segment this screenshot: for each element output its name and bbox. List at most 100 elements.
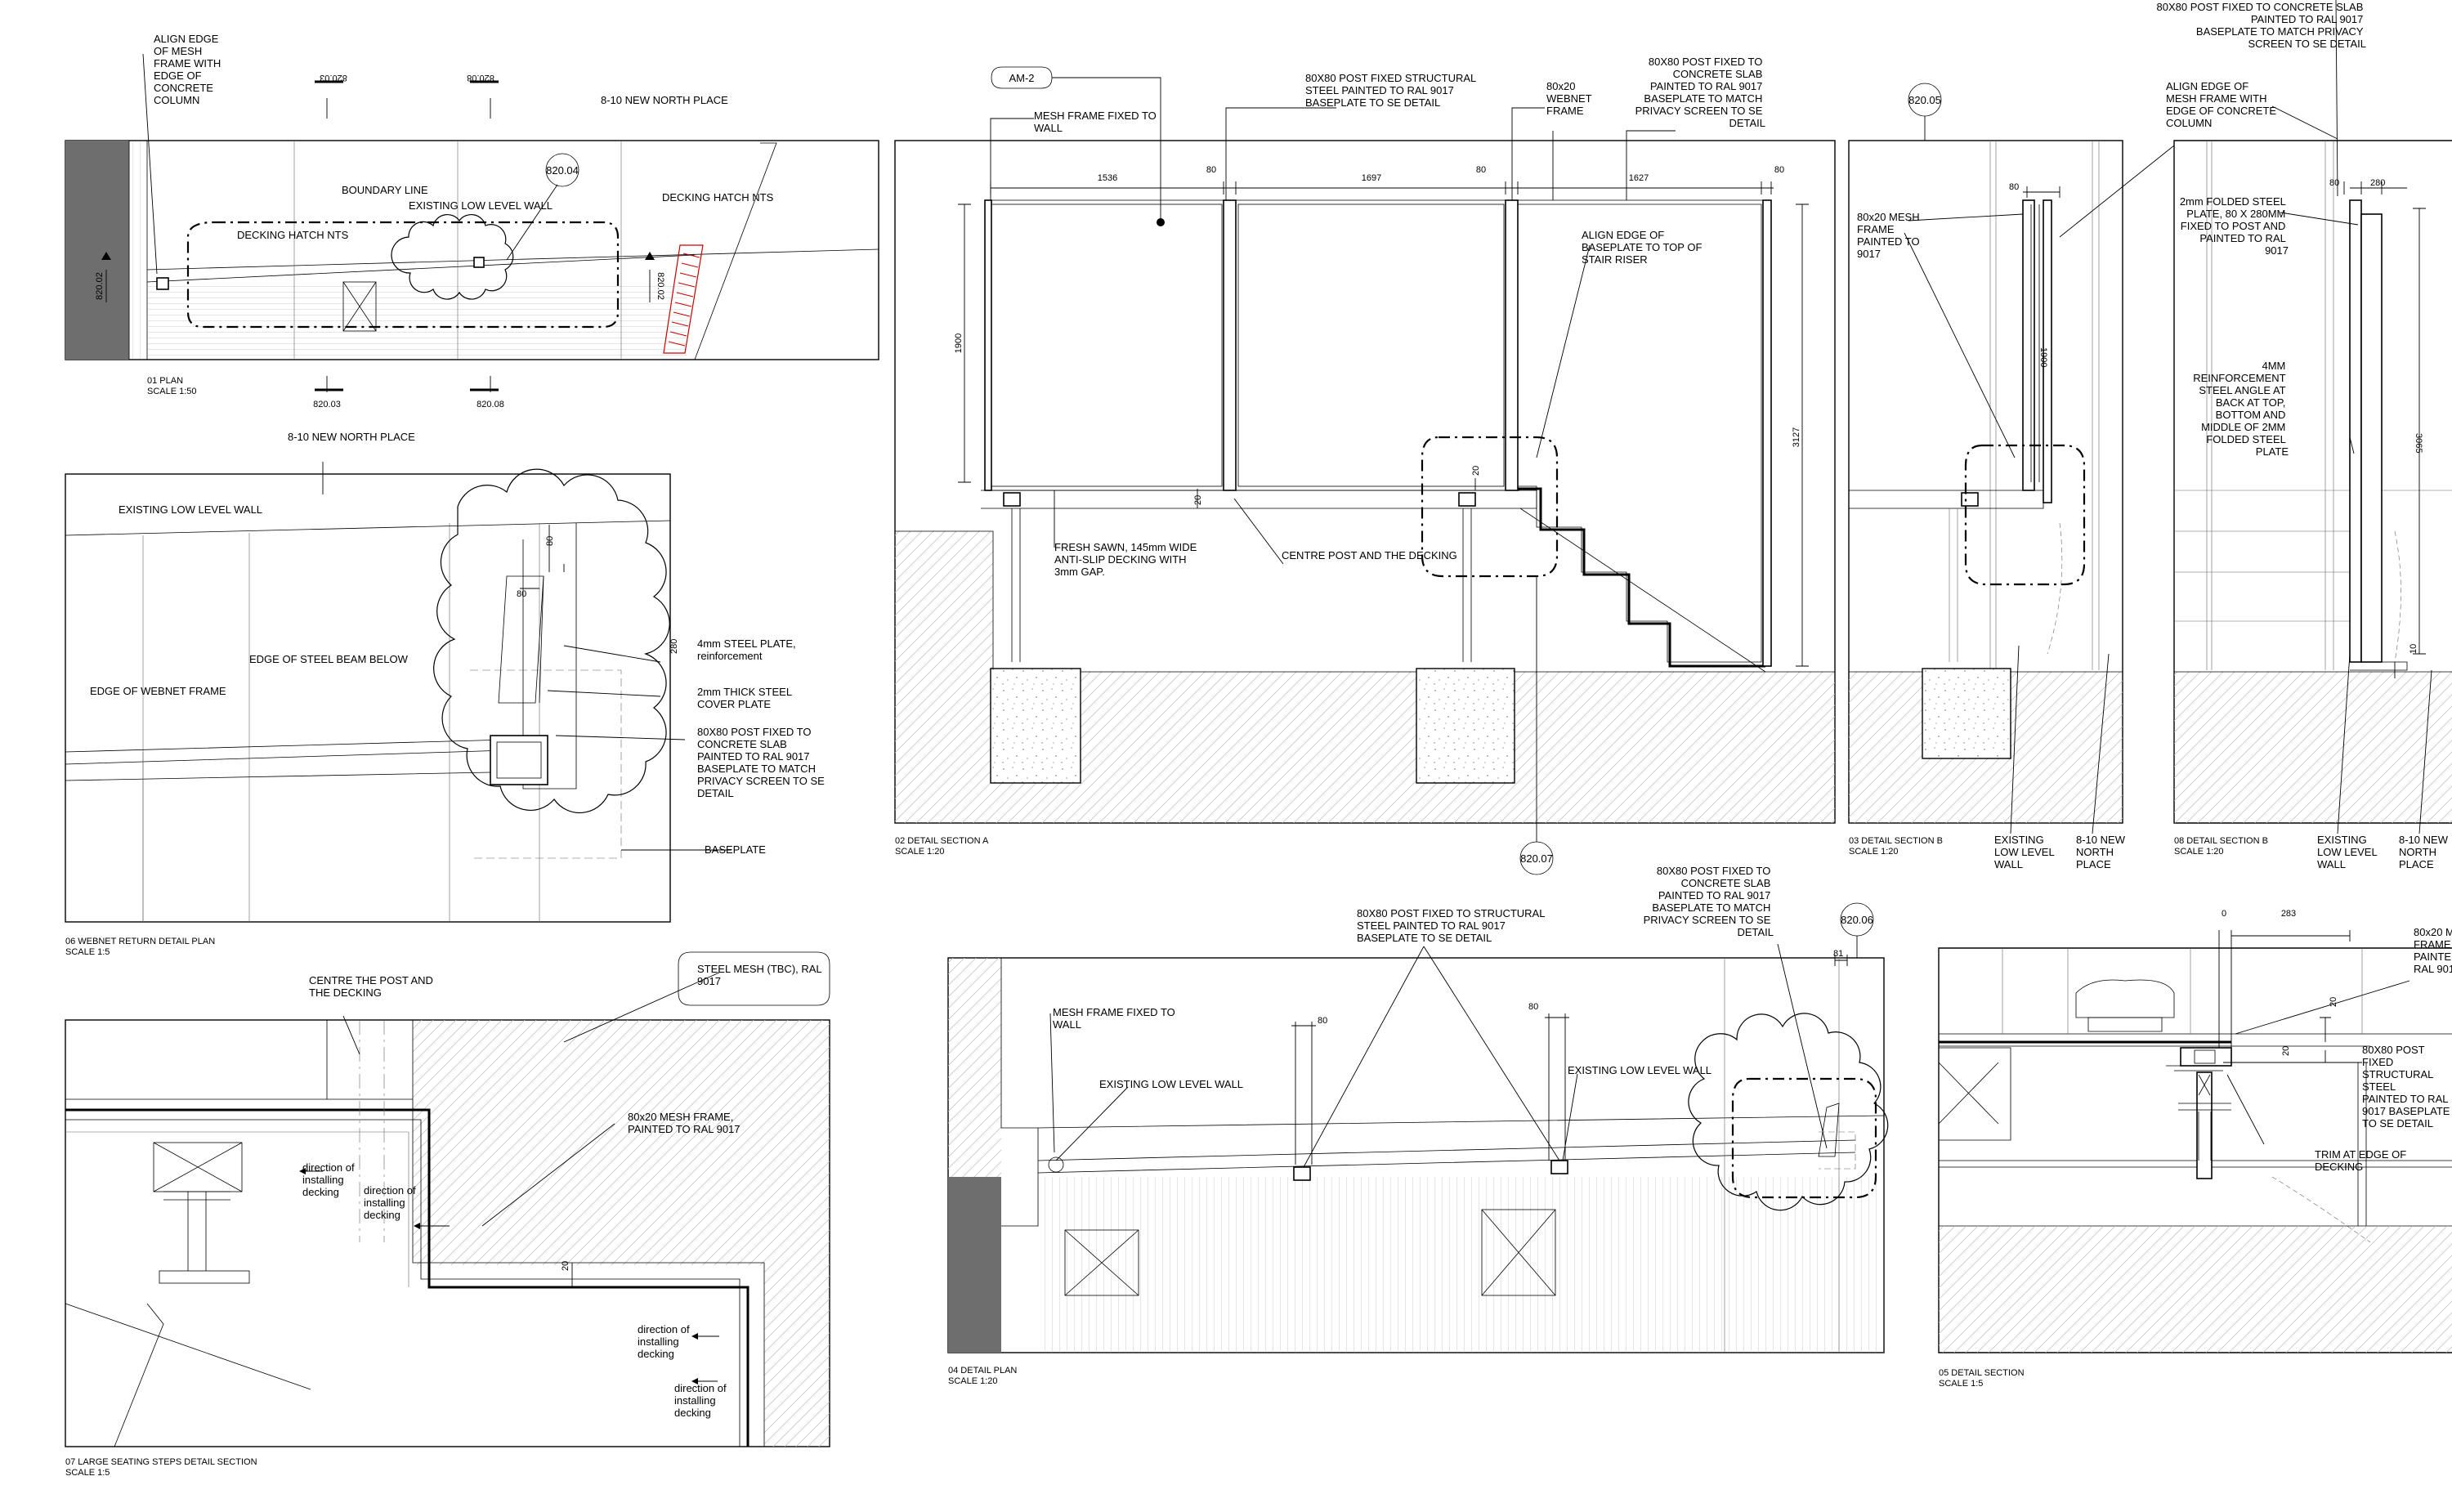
dim-80-04b: 80 [1528, 1002, 1538, 1012]
mesh-panel-1 [990, 204, 1223, 487]
note-dir-decking-c: direction of installing decking [638, 1323, 692, 1360]
section-marker-820-08-top[interactable]: 820.08 [467, 73, 494, 83]
note-baseplate: BASEPLATE [705, 843, 766, 856]
note-post-80-slab-06: 80X80 POST FIXED TO CONCRETE SLAB PAINTE… [697, 726, 827, 799]
note-new-north-place-2: 8-10 NEW NORTH PLACE [288, 431, 415, 443]
ref-marker-820-07-text: 820.07 [1520, 852, 1553, 865]
note-edge-steel-beam: EDGE OF STEEL BEAM BELOW [249, 653, 409, 665]
note-existing-low-wall-1: EXISTING LOW LEVEL WALL [409, 199, 553, 212]
dim-20-07: 20 [561, 1261, 570, 1271]
dim-80-06b: 80 [517, 589, 526, 599]
view-05-detail-section: 0 283 20 20 80x20 M FRAME PAINTE RAL 901… [1938, 909, 2452, 1389]
view-07-scale: SCALE 1:5 [65, 1468, 110, 1478]
dim-80-06a: 80 [545, 536, 555, 546]
tag-am-2-text: AM-2 [1009, 72, 1034, 84]
dim-283: 283 [2281, 909, 2296, 919]
note-mesh-frame-05: 80x20 M FRAME PAINTE RAL 901 [2414, 926, 2452, 975]
note-dir-decking-d: direction of installing decking [674, 1382, 729, 1419]
view-06-title: 06 WEBNET RETURN DETAIL PLAN [65, 937, 215, 946]
note-cover-plate-2mm: 2mm THICK STEEL COVER PLATE [697, 686, 794, 710]
section-marker-820-02-right[interactable]: 820.02 [656, 272, 665, 300]
view-01-title: 01 PLAN [147, 376, 183, 386]
note-steel-plate-4mm: 4mm STEEL PLATE, reinforcement [697, 637, 799, 662]
dim-20a: 20 [1193, 495, 1203, 505]
note-centre-post-02: CENTRE POST AND THE DECKING [1282, 549, 1457, 561]
note-trim-05: TRIM AT EDGE OF DECKING [2315, 1148, 2409, 1173]
note-existing-low-wall-08: EXISTING LOW LEVEL WALL [2317, 834, 2380, 870]
concrete-footing-1 [990, 668, 1081, 784]
view-03-scale: SCALE 1:20 [1849, 847, 1899, 857]
callout-dash-box-03 [1964, 444, 2086, 586]
decking-hatch-red [663, 244, 704, 354]
section-marker-820-08-bottom[interactable]: 820.08 [477, 400, 504, 409]
dim-10: 10 [2409, 644, 2418, 654]
note-align-mesh-column: ALIGN EDGE OF MESH FRAME WITH EDGE OF CO… [154, 33, 224, 106]
dim-80b: 80 [1476, 165, 1486, 175]
dim-80a: 80 [1206, 165, 1216, 175]
note-existing-low-wall-03: EXISTING LOW LEVEL WALL [1994, 834, 2057, 870]
note-post-structural-04: 80X80 POST FIXED TO STRUCTURAL STEEL PAI… [1357, 907, 1548, 944]
view-05-scale: SCALE 1:5 [1939, 1379, 1983, 1389]
view-01-plan: 820.04 820.03 820.08 820.03 820.08 820.0… [65, 33, 879, 409]
note-webnet-frame-02: 80x20 WEBNET FRAME [1546, 80, 1595, 117]
section-marker-820-03-bottom[interactable]: 820.03 [313, 400, 341, 409]
view-02-scale: SCALE 1:20 [895, 847, 945, 857]
note-decking-hatch-2: DECKING HATCH NTS [662, 191, 774, 204]
note-post-slab-02: 80X80 POST FIXED TO CONCRETE SLAB PAINTE… [1635, 56, 1765, 129]
note-mesh-frame-ral-03: 80x20 MESH FRAME PAINTED TO 9017 [1857, 211, 1922, 260]
view-08-scale: SCALE 1:20 [2174, 847, 2224, 857]
view-01-scale: SCALE 1:50 [147, 387, 197, 396]
view-07-title: 07 LARGE SEATING STEPS DETAIL SECTION [65, 1457, 257, 1467]
dim-80-03: 80 [2009, 182, 2019, 192]
concrete-column-fill [65, 141, 129, 360]
view-02-detail-section-a: 820.07 AM-2 1536 80 1697 80 1627 80 1900… [894, 56, 1836, 875]
view-04-scale: SCALE 1:20 [948, 1376, 998, 1386]
note-dir-decking-b: direction of installing decking [364, 1184, 418, 1221]
dim-1900-03: 1900 [2038, 347, 2048, 367]
dim-1536: 1536 [1098, 173, 1117, 183]
note-boundary-line: BOUNDARY LINE [342, 184, 428, 196]
view-08-title: 08 DETAIL SECTION B [2174, 836, 2268, 846]
callout-box-steel-mesh[interactable] [678, 951, 830, 1006]
dim-80-04a: 80 [1318, 1016, 1327, 1026]
section-marker-820-02-left[interactable]: 820.02 [95, 272, 105, 300]
dim-0: 0 [2222, 909, 2226, 919]
note-post-structural-02: 80X80 POST FIXED STRUCTURAL STEEL PAINTE… [1305, 72, 1479, 109]
view-05-title: 05 DETAIL SECTION [1939, 1368, 2025, 1378]
note-align-mesh-08: ALIGN EDGE OF MESH FRAME WITH EDGE OF CO… [2166, 80, 2280, 129]
note-new-north-03: 8-10 NEW NORTH PLACE [2076, 834, 2128, 870]
note-post-slab-08: 80X80 POST FIXED TO CONCRETE SLAB PAINTE… [2157, 1, 2367, 50]
view-08-detail-section-b: 80 280 3065 10 80X80 POST FIXED TO CONCR… [2157, 0, 2452, 870]
note-existing-low-wall-04a: EXISTING LOW LEVEL WALL [1099, 1078, 1243, 1090]
revision-cloud-06 [433, 468, 670, 814]
note-existing-low-wall-04b: EXISTING LOW LEVEL WALL [1568, 1064, 1711, 1076]
dim-80c: 80 [1774, 165, 1784, 175]
dim-20-05b: 20 [2281, 1046, 2291, 1056]
callout-dash-box-01 [186, 221, 620, 329]
view-04-detail-plan: 820.06 81 80 80 MESH FRAME FIXED TO WALL… [947, 865, 1889, 1386]
mesh-panel-2 [1237, 204, 1505, 487]
ref-marker-820-06-text: 820.06 [1841, 914, 1873, 926]
view-07-seating-steps-section: STEEL MESH (TBC), RAL 9017 CENTRE THE PO… [65, 951, 830, 1478]
note-decking-hatch-1: DECKING HATCH NTS [237, 229, 349, 241]
concrete-footing-2 [1416, 668, 1515, 784]
dim-3127: 3127 [1792, 427, 1801, 447]
note-existing-low-wall-2: EXISTING LOW LEVEL WALL [119, 503, 262, 516]
note-fresh-sawn-02: FRESH SAWN, 145mm WIDE ANTI-SLIP DECKING… [1054, 541, 1200, 578]
note-mesh-frame-wall-02: MESH FRAME FIXED TO WALL [1034, 110, 1159, 134]
note-folded-plate-08: 2mm FOLDED STEEL PLATE, 80 X 280MM FIXED… [2180, 195, 2289, 257]
note-post-structural-05: 80X80 POST FIXED STRUCTURAL STEEL PAINTE… [2362, 1044, 2452, 1130]
note-reinforce-angle-08: 4MM REINFORCEMENT STEEL ANGLE AT BACK AT… [2193, 360, 2289, 458]
ref-marker-820-04[interactable] [545, 153, 579, 187]
section-marker-820-03-top[interactable]: 820.03 [320, 73, 347, 83]
revision-cloud-04 [1688, 1013, 1889, 1211]
dim-1627: 1627 [1629, 173, 1649, 183]
ref-marker-820-04-text: 820.04 [546, 164, 579, 177]
view-06-webnet-return-plan: 8-10 NEW NORTH PLACE 80 80 280 EXISTING … [65, 431, 827, 957]
view-03-detail-section-b: 820.05 80 1900 80x20 MESH FRAME PAINTED … [1848, 83, 2175, 870]
note-steel-mesh-07: STEEL MESH (TBC), RAL 9017 [697, 963, 825, 987]
dim-20b: 20 [1471, 466, 1481, 476]
mesh-panel-3-stepped [1515, 204, 1762, 663]
dim-20-05a: 20 [2329, 997, 2338, 1007]
